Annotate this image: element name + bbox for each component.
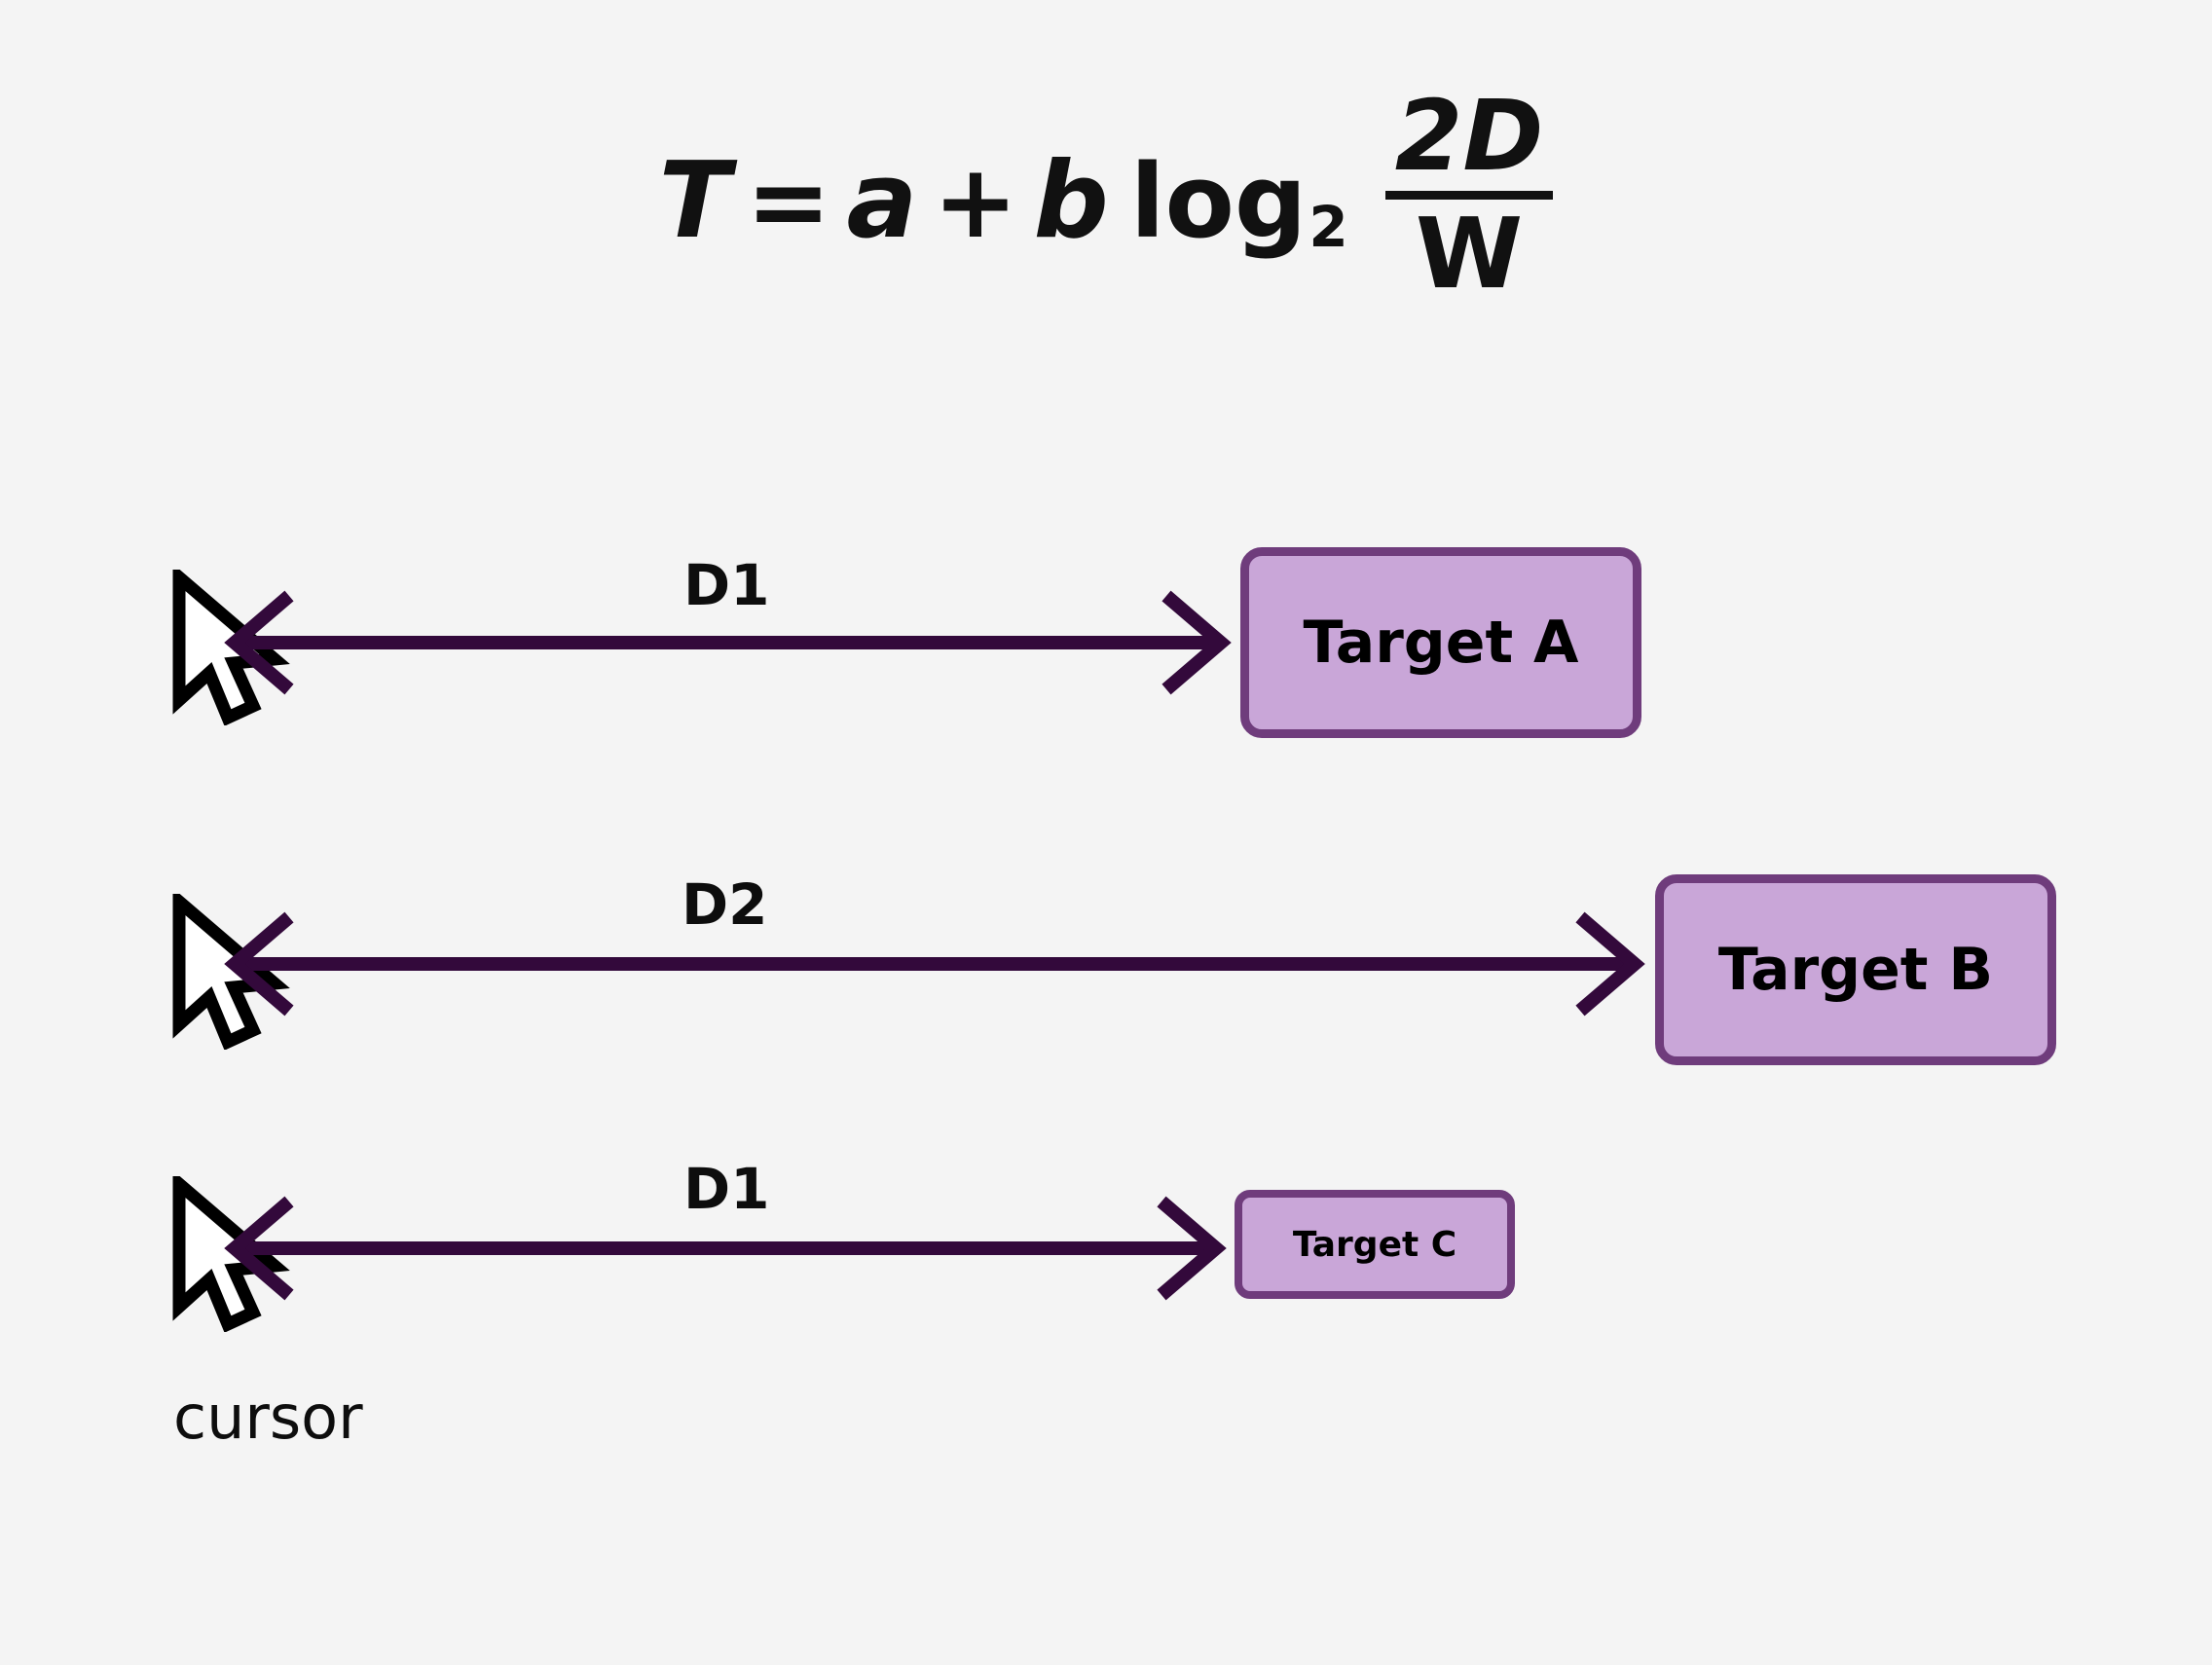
arrowhead-right-c	[1157, 1196, 1227, 1301]
distance-label-d1-a: D1	[683, 552, 770, 618]
target-label-c: Target C	[1292, 1224, 1457, 1265]
formula-variable-b: b	[1033, 139, 1109, 262]
formula-variable-t: T	[658, 139, 731, 262]
mouse-pointer-icon	[172, 570, 290, 725]
target-label-a: Target A	[1303, 609, 1579, 677]
arrowhead-right-b	[1575, 911, 1645, 1017]
formula-variable-a: a	[846, 139, 918, 262]
arrowhead-left-c	[224, 1196, 294, 1301]
arrowhead-left-b	[224, 911, 294, 1017]
cursor-caption-label: cursor	[173, 1382, 363, 1453]
formula-numerator: 2D	[1394, 79, 1544, 193]
formula-equals-sign: =	[746, 141, 831, 261]
arrowhead-left-a	[224, 590, 294, 695]
arrow-row-c	[224, 1196, 1227, 1301]
arrow-row-a	[224, 590, 1232, 695]
formula-fraction: 2D W	[1384, 79, 1554, 311]
distance-label-d1-c: D1	[683, 1156, 770, 1222]
arrowhead-right-a	[1161, 590, 1232, 695]
formula-fraction-bar	[1384, 191, 1554, 200]
arrow-row-b	[224, 911, 1645, 1017]
target-box-a[interactable]: Target A	[1240, 547, 1641, 738]
distance-label-d2-b: D2	[682, 871, 768, 938]
target-box-c[interactable]: Target C	[1235, 1190, 1515, 1299]
formula-log-operator: log	[1129, 141, 1308, 261]
mouse-pointer-icon	[172, 1176, 290, 1332]
target-box-b[interactable]: Target B	[1655, 874, 2056, 1065]
target-label-b: Target B	[1717, 936, 1994, 1004]
formula-log-base: 2	[1309, 193, 1348, 260]
formula-plus-sign: +	[933, 141, 1018, 261]
formula-denominator: W	[1415, 197, 1524, 311]
